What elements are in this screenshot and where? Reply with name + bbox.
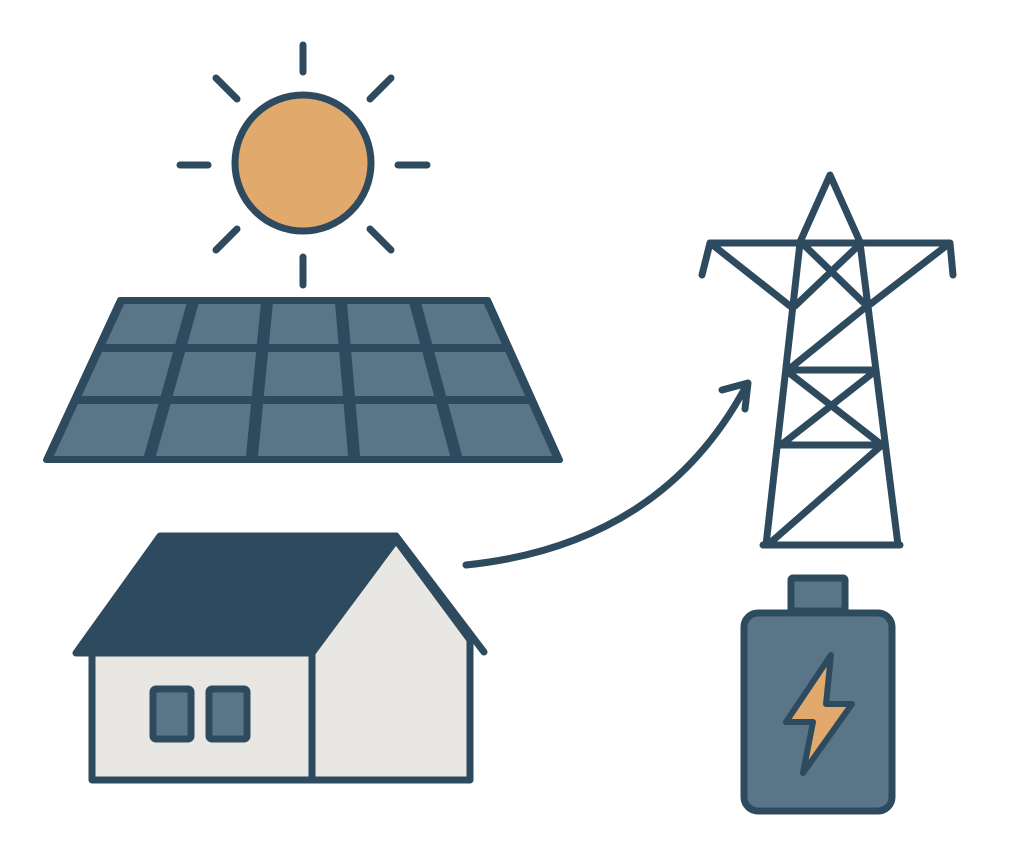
battery-icon xyxy=(740,574,896,815)
solar-cell xyxy=(155,404,252,456)
sun-icon xyxy=(176,41,431,289)
solar-cell xyxy=(257,404,349,456)
solar-cell xyxy=(355,404,451,456)
solar-cell xyxy=(172,352,257,396)
solar-cell xyxy=(187,304,261,344)
lightning-bolt-icon xyxy=(783,652,855,776)
solar-cell xyxy=(448,404,553,456)
solar-cell xyxy=(263,352,343,396)
battery-terminal xyxy=(787,574,849,615)
solar-cell xyxy=(81,352,174,396)
transmission-tower-icon xyxy=(698,171,957,549)
house-icon xyxy=(72,532,488,784)
house-window xyxy=(149,685,195,743)
solar-cell xyxy=(421,304,502,344)
solar-cell xyxy=(434,352,526,396)
house-window xyxy=(205,685,251,743)
arrow-icon xyxy=(462,379,752,569)
solar-cell xyxy=(347,304,421,344)
solar-cell xyxy=(351,352,435,396)
solar-cell xyxy=(53,404,159,456)
house-left-wall xyxy=(88,649,316,784)
solar-cell xyxy=(105,304,187,344)
solar-panel-icon xyxy=(43,297,563,463)
solar-cell xyxy=(268,304,339,344)
